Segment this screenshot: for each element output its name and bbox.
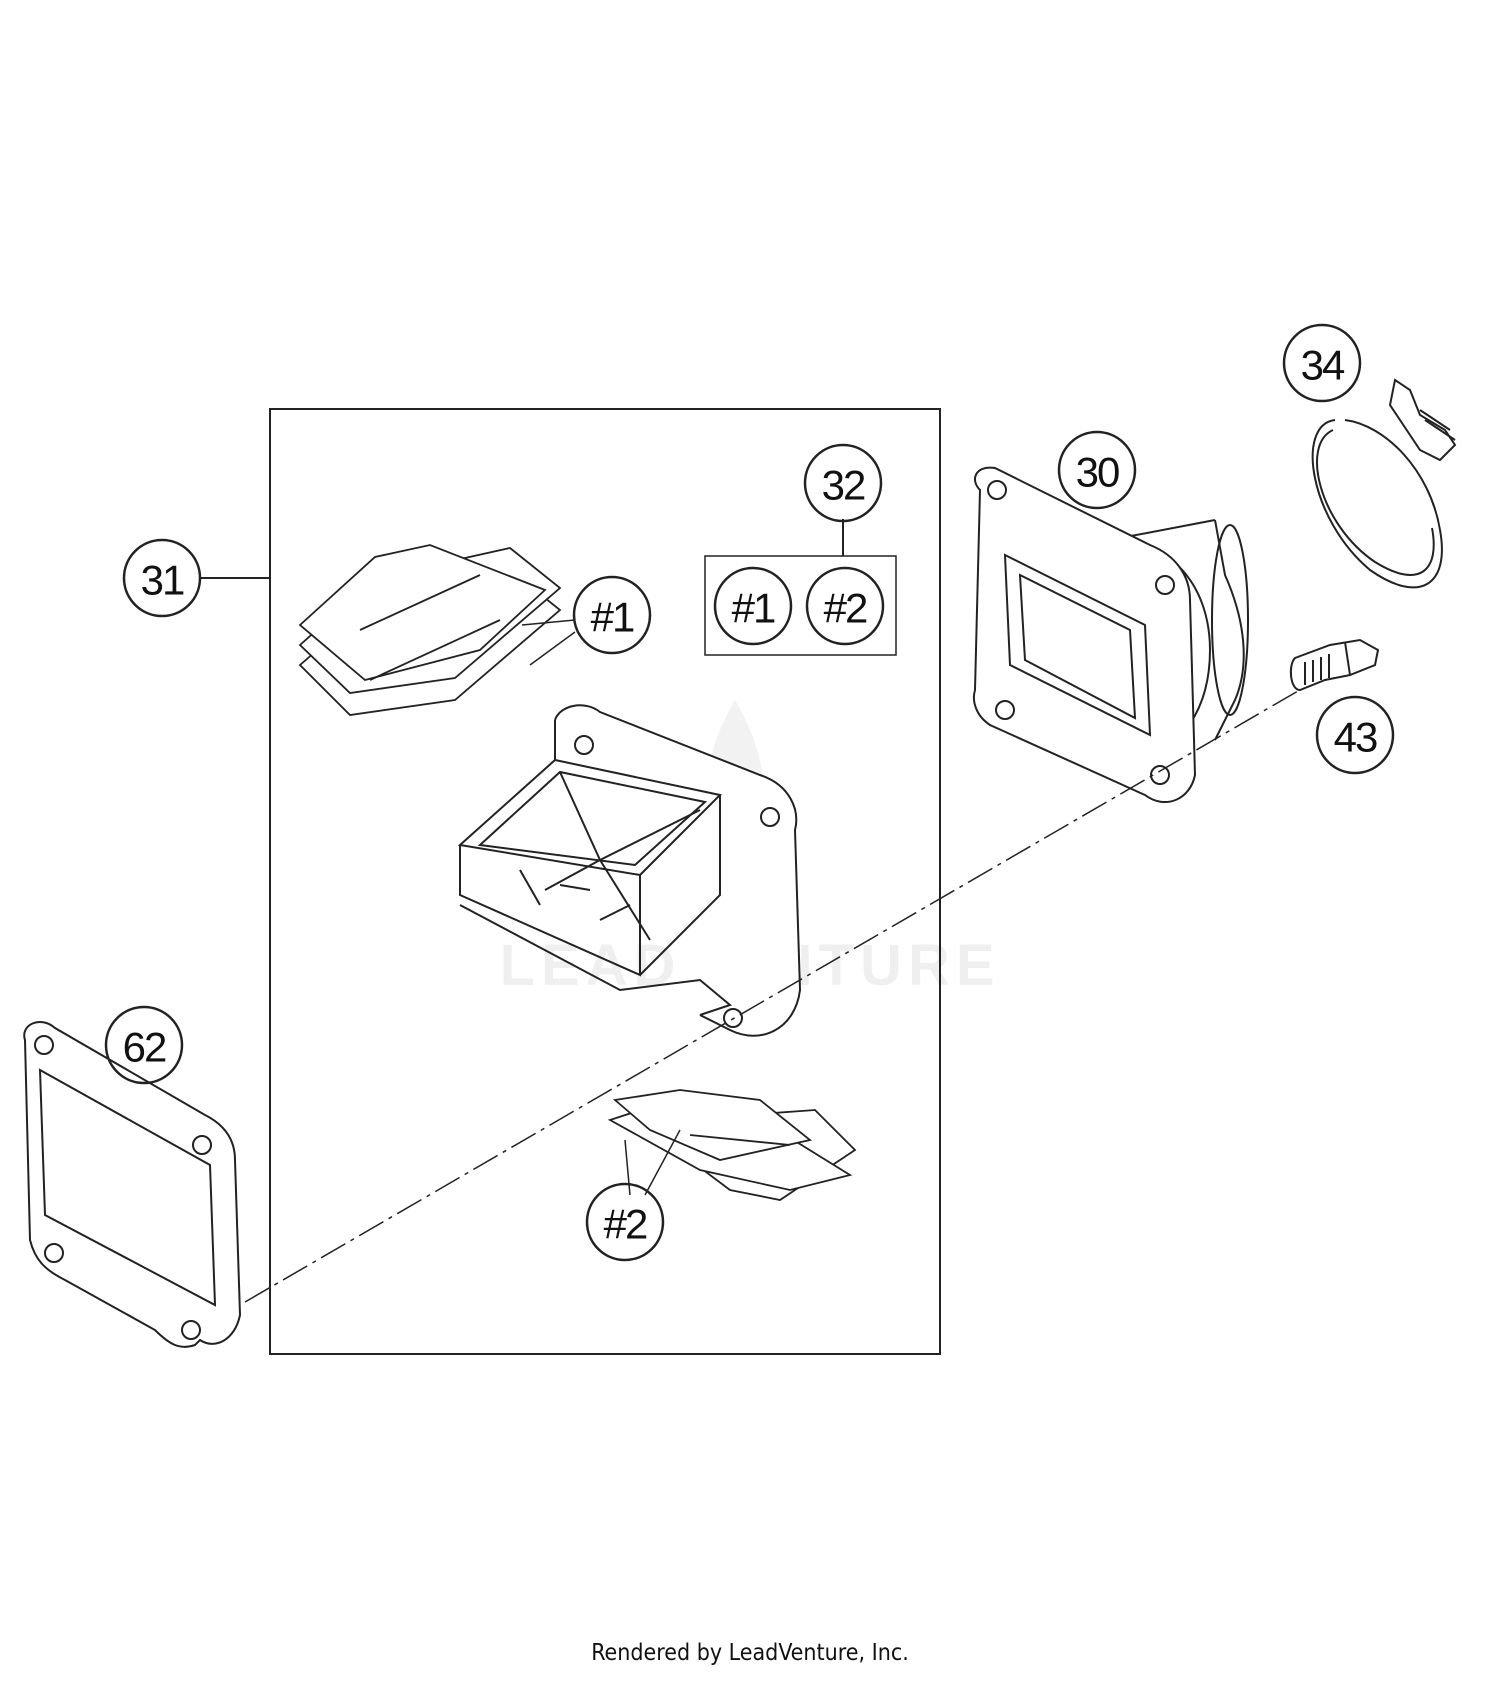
callout-43-label: 43 <box>1334 714 1377 761</box>
callout-34: 34 <box>1282 323 1362 403</box>
bolt-43 <box>1289 638 1380 692</box>
callout-h1-reed-label: #1 <box>591 594 634 641</box>
callout-62-label: 62 <box>123 1024 166 1071</box>
kit-box-32 <box>704 555 897 656</box>
callout-31: 31 <box>122 538 202 618</box>
callout-h2-reed-label: #2 <box>604 1201 647 1248</box>
leader-h1a-1 <box>521 619 576 626</box>
reed-petals-1 <box>298 544 562 716</box>
gasket-62 <box>23 1021 242 1348</box>
callout-34-label: 34 <box>1301 342 1345 389</box>
callout-32: 32 <box>803 443 883 523</box>
reed-petals-2 <box>607 1089 857 1201</box>
leader-h1a-2 <box>529 631 576 666</box>
intake-flange-30 <box>972 466 1249 804</box>
callout-32-label: 32 <box>822 462 865 509</box>
callout-h2-reed: #2 <box>585 1182 665 1262</box>
callout-h2-kit-label: #2 <box>824 585 867 632</box>
assembly-axis-line <box>244 690 1299 1303</box>
callout-h1-kit-label: #1 <box>732 585 775 632</box>
kit-frame-31 <box>269 408 941 1355</box>
leader-h2-1 <box>624 1139 631 1196</box>
callout-62: 62 <box>104 1005 184 1085</box>
reed-block <box>457 704 802 1037</box>
callout-h1-reed: #1 <box>572 575 652 655</box>
leader-h2-2 <box>644 1129 681 1196</box>
callout-30: 30 <box>1057 430 1137 510</box>
callout-31-label: 31 <box>141 557 184 604</box>
callout-30-label: 30 <box>1076 449 1119 496</box>
callout-43: 43 <box>1315 695 1395 775</box>
callout-h2-kit: #2 <box>805 566 885 646</box>
hose-clamp-34 <box>1311 378 1457 589</box>
footer-credit: Rendered by LeadVenture, Inc. <box>591 1640 909 1666</box>
callout-h1-kit: #1 <box>713 566 793 646</box>
